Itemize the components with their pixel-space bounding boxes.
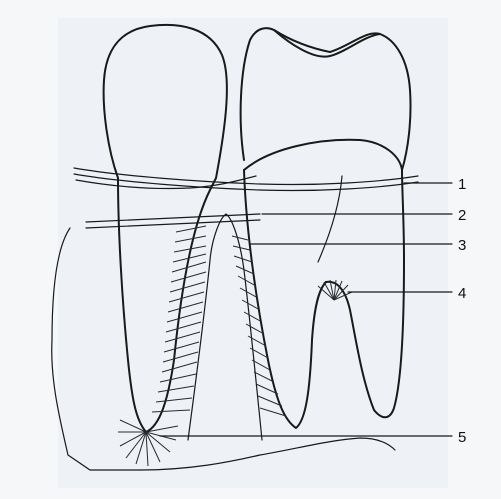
label-1: 1 bbox=[458, 176, 466, 193]
label-4: 4 bbox=[458, 285, 466, 302]
page-background bbox=[58, 18, 448, 488]
label-5: 5 bbox=[458, 429, 466, 446]
label-3: 3 bbox=[458, 237, 466, 254]
label-2: 2 bbox=[458, 207, 466, 224]
